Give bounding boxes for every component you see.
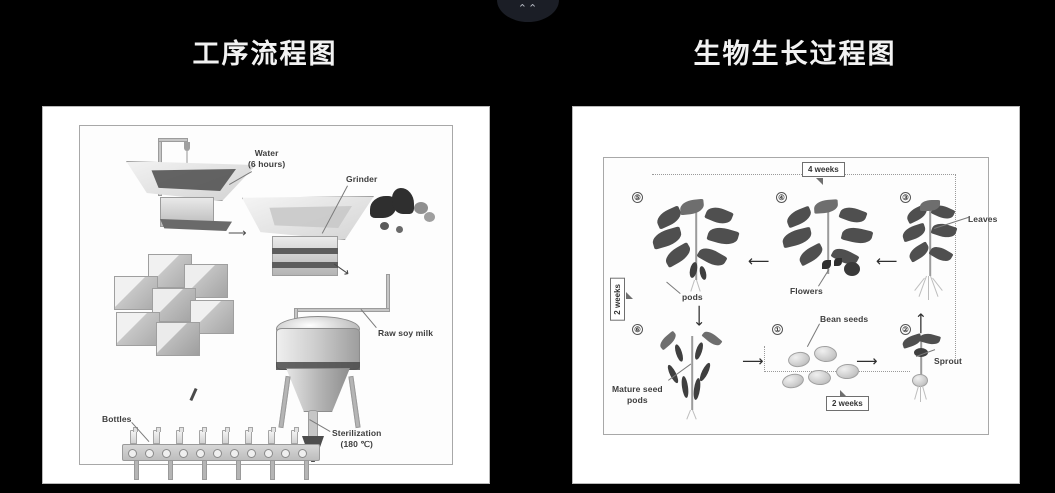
flow-arrow-icon: ⟵ bbox=[876, 252, 898, 270]
bottle bbox=[268, 427, 276, 444]
label-flowers: Flowers bbox=[790, 286, 823, 296]
grinder-hopper bbox=[242, 196, 374, 282]
ground-soy-blob bbox=[414, 202, 428, 214]
flow-arrow-icon: ⟵ bbox=[748, 252, 770, 270]
label-sterilization: Sterilization (180 ℃) bbox=[332, 428, 382, 449]
label-mature-seed-pods: Mature seed pods bbox=[612, 384, 663, 405]
faucet-nozzle bbox=[184, 142, 190, 151]
ground-soy-blob bbox=[380, 222, 389, 230]
plant-stage-sprout bbox=[900, 331, 942, 410]
stage-number-2: ② bbox=[900, 324, 911, 335]
flow-arrow-icon: ⟶ bbox=[911, 312, 930, 335]
flow-arrow-icon: ⟶ bbox=[856, 352, 878, 370]
ground-soy-blob bbox=[424, 212, 435, 222]
life-cycle-panel: 4 weeks 2 weeks 2 weeks ⑤ pods ⟵ bbox=[572, 106, 1020, 484]
tank-leg bbox=[278, 375, 291, 429]
bottle bbox=[199, 427, 207, 444]
label-water: Water (6 hours) bbox=[248, 148, 286, 169]
ground-soy-blob bbox=[392, 188, 414, 214]
chevron-collapse-icon: ⌃⌃ bbox=[517, 3, 539, 15]
plant-stage-pods bbox=[650, 196, 742, 292]
stage-number-1: ① bbox=[772, 324, 783, 335]
tank-leg bbox=[348, 375, 361, 429]
label-bottles: Bottles bbox=[102, 414, 132, 424]
flow-arrow-icon: ⟶ bbox=[228, 225, 247, 240]
left-panel-title: 工序流程图 bbox=[192, 39, 338, 69]
label-bean-seeds: Bean seeds bbox=[820, 314, 869, 324]
stage-number-3: ③ bbox=[900, 192, 911, 203]
stage-number-5: ⑤ bbox=[632, 192, 643, 203]
flower-cluster bbox=[844, 262, 860, 276]
process-flow-frame: ⟶ ⟶ Water (6 hours) Grinder Raw soy milk bbox=[79, 125, 453, 480]
ground-soy-blob bbox=[396, 226, 403, 233]
plant-stage-leaves bbox=[898, 200, 962, 310]
bottle bbox=[291, 427, 299, 444]
flow-arrow-icon: ⟶ bbox=[690, 304, 709, 327]
bottle bbox=[245, 427, 253, 444]
life-cycle-frame: 4 weeks 2 weeks 2 weeks ⑤ pods ⟵ bbox=[603, 157, 997, 435]
bolt-icon bbox=[189, 387, 198, 402]
ground-soy-blob bbox=[370, 196, 396, 218]
callout-tail bbox=[840, 390, 847, 397]
water-stream bbox=[186, 151, 188, 167]
conveyor-leg bbox=[304, 460, 309, 480]
conveyor-leg bbox=[134, 460, 139, 480]
tank-band bbox=[276, 362, 360, 370]
callout-tail bbox=[816, 178, 823, 185]
stage-number-6: ⑥ bbox=[632, 324, 643, 335]
flow-arrow-icon: ⟶ bbox=[742, 352, 764, 370]
conveyor-leg bbox=[270, 460, 275, 480]
callout-tail bbox=[626, 292, 633, 299]
conveyor-leg bbox=[202, 460, 207, 480]
collapse-badge[interactable]: ⌃⌃ bbox=[497, 0, 559, 22]
label-raw-soy-milk: Raw soy milk bbox=[378, 328, 434, 338]
label-grinder: Grinder bbox=[346, 174, 378, 184]
conveyor-leg bbox=[236, 460, 241, 480]
right-panel-title: 生物生长过程图 bbox=[693, 39, 897, 69]
soy-milk-pipe bbox=[294, 308, 390, 312]
label-leaves: Leaves bbox=[968, 214, 998, 224]
plant-stage-mature-pods bbox=[648, 328, 736, 420]
duration-4-weeks: 4 weeks bbox=[802, 162, 845, 177]
soaking-hopper bbox=[126, 161, 256, 233]
conveyor-belt bbox=[122, 444, 320, 461]
label-sprout: Sprout bbox=[934, 356, 962, 366]
plant-stage-flowers bbox=[780, 198, 874, 282]
bottle bbox=[222, 427, 230, 444]
label-pods: pods bbox=[682, 292, 703, 302]
faucet-arm bbox=[158, 138, 188, 142]
duration-2-weeks-bottom: 2 weeks bbox=[826, 396, 869, 411]
duration-2-weeks-left: 2 weeks bbox=[610, 278, 625, 321]
conveyor-leg bbox=[168, 460, 173, 480]
process-flow-panel: ⟶ ⟶ Water (6 hours) Grinder Raw soy milk bbox=[42, 106, 490, 484]
bottle bbox=[153, 427, 161, 444]
bottle bbox=[176, 427, 184, 444]
tank-cone bbox=[286, 368, 350, 412]
bottle bbox=[130, 427, 138, 444]
soy-milk-pipe bbox=[386, 274, 390, 310]
stage-number-4: ④ bbox=[776, 192, 787, 203]
crate-stack bbox=[100, 254, 250, 364]
